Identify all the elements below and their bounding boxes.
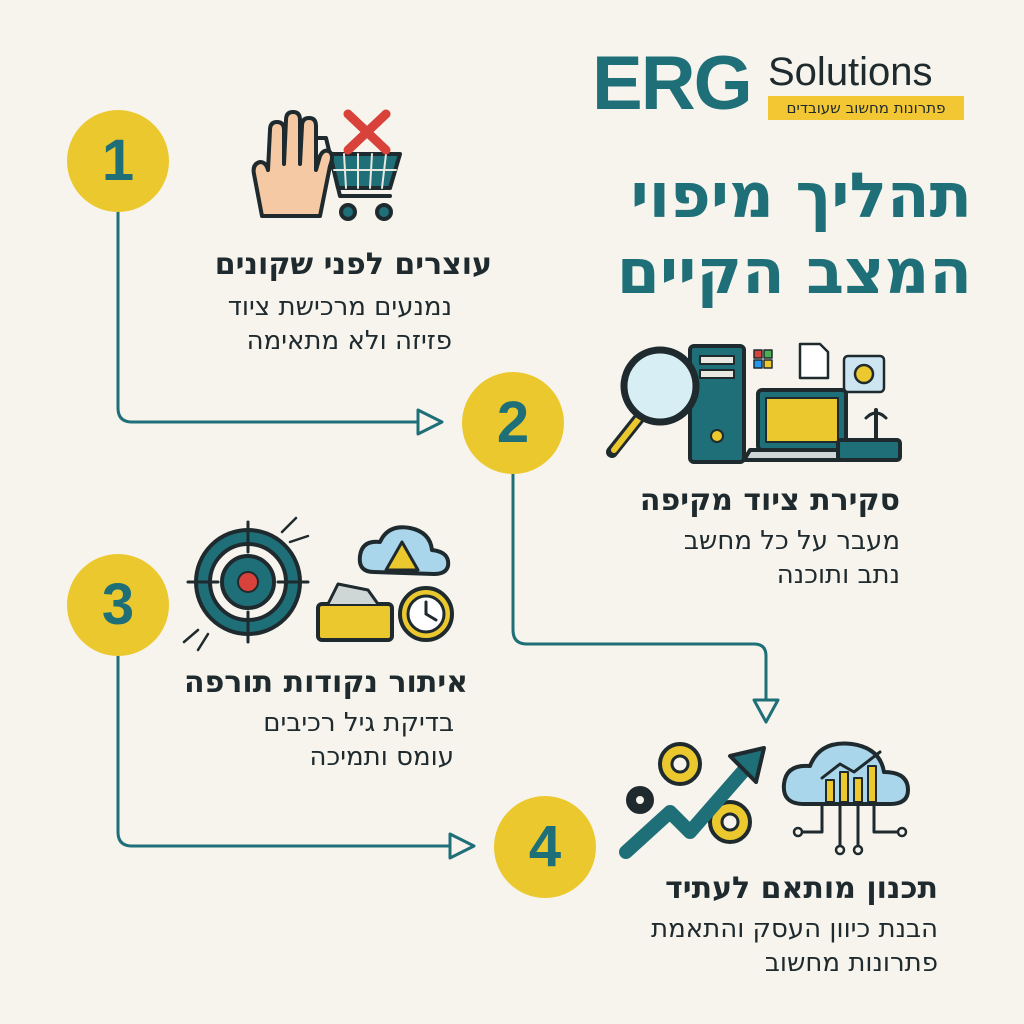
brand-name-main: ERG [592, 41, 753, 126]
arrowhead-3 [448, 832, 476, 860]
target-warning-icon [182, 516, 454, 652]
connector-2-to-3 [511, 470, 768, 704]
brand-logo: ERG Solutions פתרונות מחשוב שעובדים [592, 44, 972, 134]
page-title-line-2: המצב הקיים [616, 235, 972, 308]
step-1-description: נמנעים מרכישת ציוד פזיזה ולא מתאימה [122, 290, 452, 358]
step-4-desc-line-2: פתרונות מחשוב [764, 948, 938, 978]
growth-cloud-icon [619, 741, 910, 859]
step-1-number: 1 [67, 110, 169, 212]
step-3-number: 3 [67, 554, 169, 656]
connector-3-to-4 [116, 646, 454, 848]
arrowhead-1 [416, 408, 444, 436]
step-3-desc-line-2: עומס ותמיכה [309, 742, 454, 772]
page-title: תהליך מיפוי המצב הקיים [552, 158, 972, 310]
step-4-description: הבנת כיוון העסק והתאמת פתרונות מחשוב [518, 912, 938, 980]
step-4-desc-line-1: הבנת כיוון העסק והתאמת [651, 914, 938, 944]
step-3-title: איתור נקודות תורפה [183, 665, 468, 700]
step-3-description: בדיקת גיל רכיבים עומס ותמיכה [124, 706, 454, 774]
step-2-description: מעבר על כל מחשב נתב ותוכנה [570, 524, 900, 592]
connector-1-to-2 [116, 210, 422, 424]
step-2-desc-line-2: נתב ותוכנה [776, 560, 900, 590]
step-4-title: תכנון מותאם לעתיד [665, 871, 938, 906]
page-title-line-1: תהליך מיפוי [630, 159, 972, 232]
arrowhead-2 [752, 698, 780, 724]
step-1-title: עוצרים לפני שקונים [214, 247, 492, 282]
step-1-desc-line-2: פזיזה ולא מתאימה [246, 326, 452, 356]
step-2-number: 2 [462, 372, 564, 474]
inspection-devices-icon [606, 342, 902, 464]
brand-name-secondary: Solutions [768, 50, 933, 94]
stop-hand-cart-icon [251, 109, 402, 221]
step-4-number: 4 [494, 796, 596, 898]
step-2-desc-line-1: מעבר על כל מחשב [683, 526, 900, 556]
step-1-desc-line-1: נמנעים מרכישת ציוד [227, 292, 452, 322]
brand-tagline: פתרונות מחשוב שעובדים [768, 96, 964, 120]
step-3-desc-line-1: בדיקת גיל רכיבים [263, 708, 454, 738]
step-2-title: סקירת ציוד מקיפה [639, 483, 900, 518]
